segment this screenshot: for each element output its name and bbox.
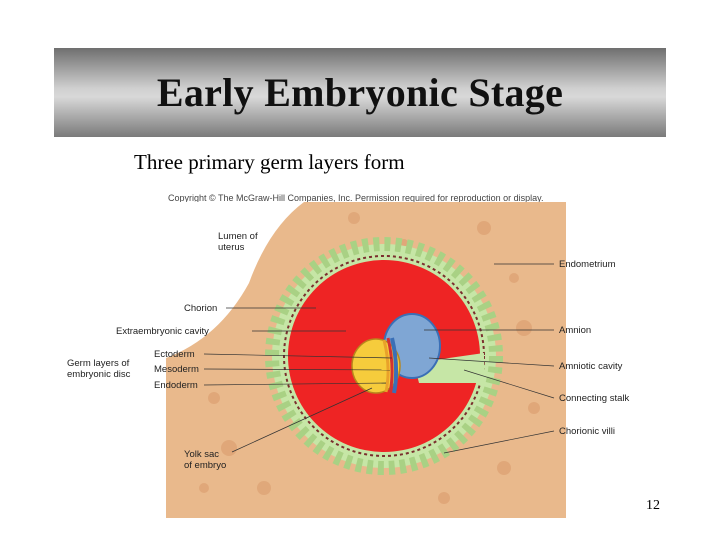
ectoderm-layer [390,337,399,394]
embryo-diagram: Lumen of uterus Chorion Extraembryonic c… [67,202,629,518]
slide-title: Early Embryonic Stage [156,70,564,115]
label-yolk-sac-2: of embryo [184,460,226,471]
label-mesoderm: Mesoderm [154,364,199,375]
label-lumen-of-uterus: Lumen of [218,231,258,242]
label-endometrium: Endometrium [559,259,616,270]
label-ectoderm: Ectoderm [154,349,195,360]
label-extraembryonic-cavity: Extraembryonic cavity [116,326,209,337]
endometrium-texture [199,212,540,504]
label-chorionic-villi: Chorionic villi [559,426,615,437]
label-germ-layers-2: embryonic disc [67,369,131,380]
page-number: 12 [646,498,660,513]
leader-lines [203,263,555,454]
label-amniotic-cavity: Amniotic cavity [559,361,623,372]
label-yolk-sac: Yolk sac [184,449,219,460]
endoderm-layer [382,339,390,393]
mesoderm-layer [386,337,394,394]
label-amnion: Amnion [559,325,591,336]
label-chorion: Chorion [184,303,217,314]
label-endoderm: Endoderm [154,380,198,391]
uterine-lumen [166,202,304,358]
copyright-notice: Copyright © The McGraw-Hill Companies, I… [168,193,544,203]
label-germ-layers: Germ layers of [67,358,130,369]
label-lumen-of-uterus-2: uterus [218,242,245,253]
label-connecting-stalk: Connecting stalk [559,393,629,404]
slide-subtitle: Three primary germ layers form [134,150,405,174]
title-bar: Early Embryonic Stage [54,48,666,137]
